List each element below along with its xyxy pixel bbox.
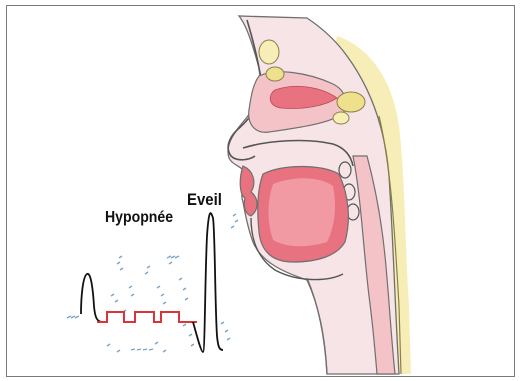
normal-breath-trace: [81, 274, 103, 322]
sphenoid-bone: [337, 92, 365, 112]
airflow-dashes: [67, 214, 238, 352]
airflow-waveform: [67, 213, 238, 352]
hypopnea-trace: [97, 312, 197, 322]
arousal-label: Eveil: [187, 190, 222, 210]
hypopnea-label: Hypopnée: [105, 209, 173, 227]
sinus-upper: [259, 40, 279, 64]
sinus-frontal: [266, 67, 284, 81]
figure-frame: Hypopnée Eveil: [6, 5, 515, 377]
tongue-highlight: [269, 178, 336, 246]
airway-ring-1: [339, 162, 351, 178]
airway-anatomy: [228, 16, 411, 374]
airway-illustration: [7, 6, 516, 378]
adenoid: [333, 112, 349, 124]
arousal-trace: [193, 213, 223, 352]
